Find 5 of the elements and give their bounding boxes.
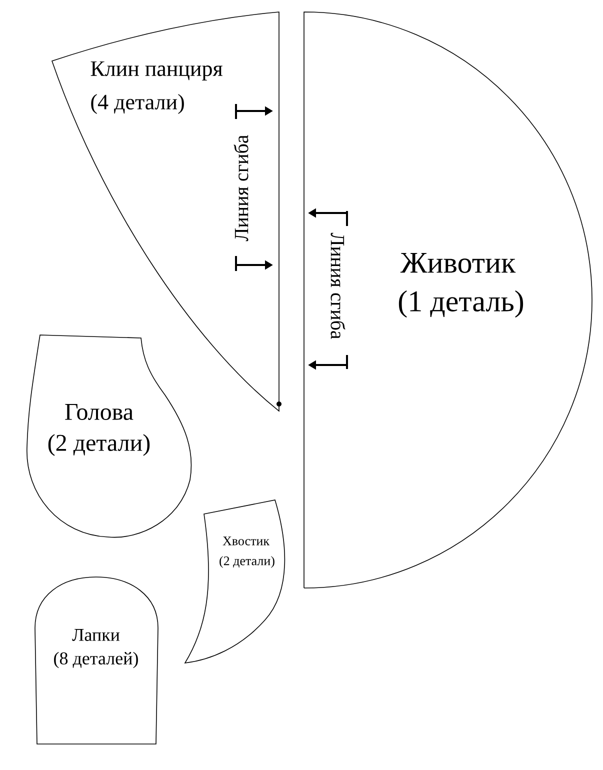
paw-pattern: Лапки (8 деталей) — [34, 576, 158, 744]
fold-line-label: Линия сгиба — [330, 232, 346, 340]
tail-pattern: Хвостик (2 детали) — [184, 500, 286, 664]
head-pattern: Голова (2 детали) — [26, 334, 192, 538]
fold-line-label: Линия сгиба — [234, 134, 248, 242]
